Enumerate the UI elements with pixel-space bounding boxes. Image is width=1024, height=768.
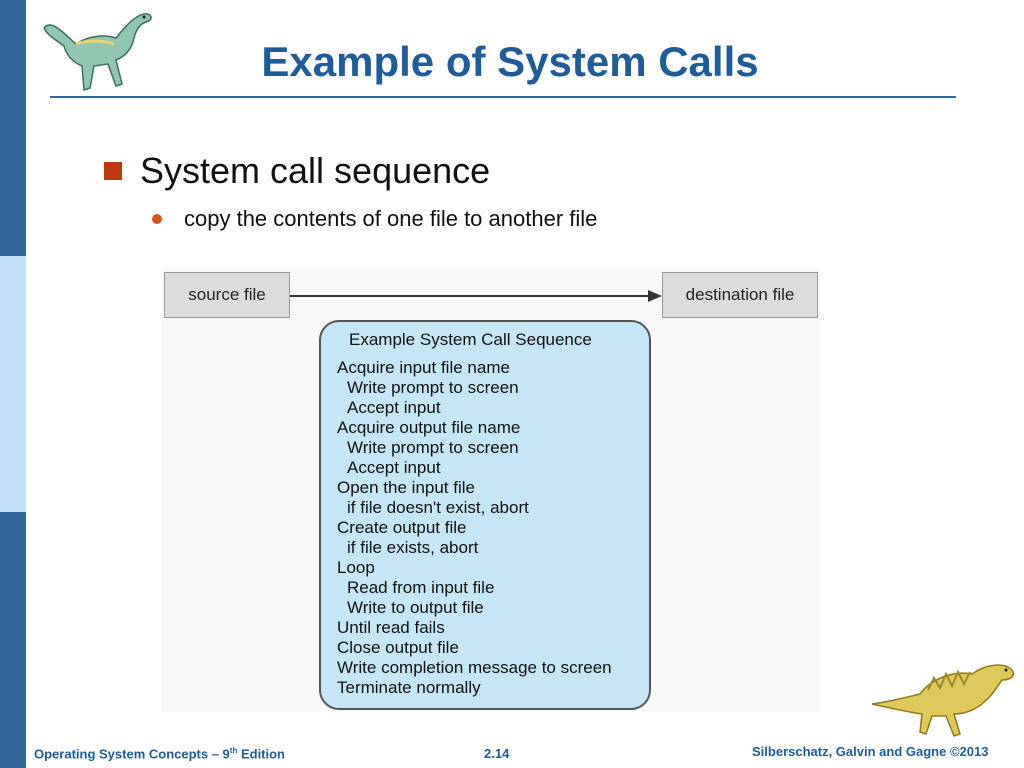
sidebar-top-band: [0, 0, 26, 256]
sequence-title: Example System Call Sequence: [349, 330, 592, 349]
sidebar-middle-band: [0, 256, 26, 512]
dinosaur-icon: [871, 664, 1014, 737]
bullet-text: System call sequence: [140, 150, 491, 191]
footer-book-title: Operating System Concepts – 9th Edition: [34, 746, 286, 762]
sidebar-bottom-band: [0, 512, 26, 768]
sequence-step: Until read fails: [337, 618, 445, 637]
footer-page-number: 2.14: [484, 746, 510, 761]
sequence-step: Write prompt to screen: [347, 378, 519, 397]
dinosaur-icon: [43, 13, 152, 92]
sequence-step: Loop: [337, 558, 375, 577]
destination-file-box: destination file: [662, 272, 818, 318]
sequence-step: Terminate normally: [337, 678, 481, 697]
bullet-level-1: System call sequence: [104, 150, 490, 192]
sequence-step: if file doesn't exist, abort: [347, 498, 529, 517]
bullet-level-2: copy the contents of one file to another…: [152, 206, 597, 232]
sequence-step: if file exists, abort: [347, 538, 479, 557]
source-file-box: source file: [164, 272, 290, 318]
sequence-step: Read from input file: [347, 578, 495, 597]
sequence-step: Open the input file: [337, 478, 475, 497]
system-call-figure: source file destination file Example Sys…: [162, 268, 820, 712]
sequence-step: Create output file: [337, 518, 467, 537]
sequence-step: Write completion message to screen: [337, 658, 612, 677]
sequence-step: Accept input: [347, 458, 441, 477]
sequence-step: Acquire input file name: [337, 358, 510, 377]
footer-copyright: Silberschatz, Galvin and Gagne ©2013: [752, 744, 989, 759]
sequence-step: Close output file: [337, 638, 459, 657]
arrow-right-icon: [290, 290, 662, 302]
sequence-step: Write to output file: [347, 598, 484, 617]
sub-bullet-text: copy the contents of one file to another…: [184, 206, 598, 231]
sequence-box: Example System Call Sequence Acquire inp…: [319, 320, 651, 710]
title-divider: [50, 96, 956, 98]
sequence-step: Accept input: [347, 398, 441, 417]
sequence-step: Write prompt to screen: [347, 438, 519, 457]
slide-title: Example of System Calls: [261, 38, 759, 85]
sequence-step: Acquire output file name: [337, 418, 521, 437]
circle-bullet-icon: [152, 214, 162, 224]
square-bullet-icon: [104, 162, 122, 180]
